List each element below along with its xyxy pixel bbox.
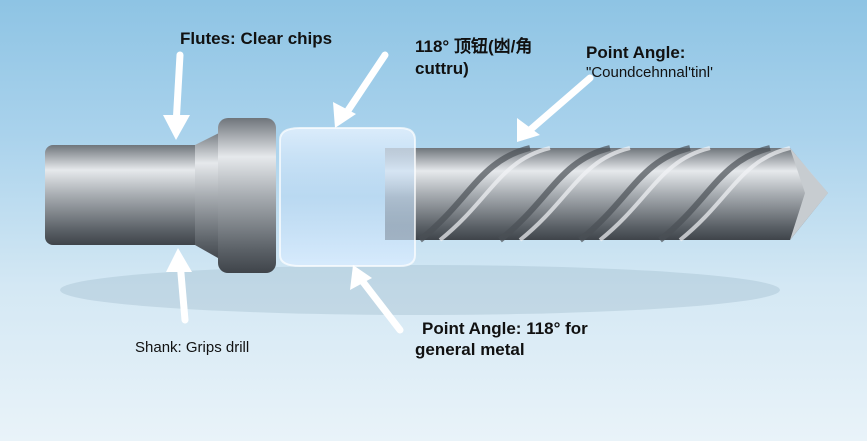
shank <box>45 145 215 245</box>
fluted-body <box>385 145 828 243</box>
shank-label: Shank: Grips drill <box>135 339 250 356</box>
arrow-flutes <box>172 51 184 129</box>
collar <box>218 118 276 273</box>
point-angle-bottom-line1: Point Angle: 118° for <box>422 319 588 338</box>
collar-taper <box>195 130 225 262</box>
point-angle-top-subtitle: "Coundcehnnal'tinl' <box>586 64 713 81</box>
point-angle-top-title: Point Angle: <box>586 43 686 62</box>
cutter-label-line2: cuttru) <box>415 59 469 78</box>
transparent-sleeve <box>279 127 416 267</box>
flutes-label: Flutes: Clear chips <box>180 29 333 48</box>
arrow-cutter <box>341 51 389 119</box>
arrows <box>163 51 594 334</box>
point-angle-bottom-line2: general metal <box>415 340 525 359</box>
drill-shadow <box>60 265 780 315</box>
arrow-point-top <box>526 74 594 134</box>
cutter-label-line1: 118° 顶钮(凼/角 <box>415 37 533 56</box>
arrow-point-bottom <box>356 274 404 334</box>
